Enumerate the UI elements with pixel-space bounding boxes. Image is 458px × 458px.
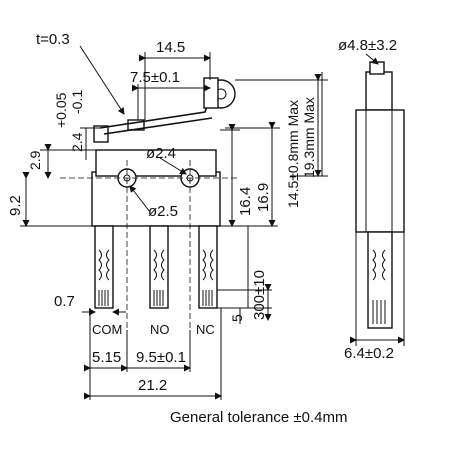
dimension-lines bbox=[20, 45, 328, 400]
pin-width-label: 0.7 bbox=[54, 293, 75, 310]
hole-2-4-label: ø2.4 bbox=[146, 145, 176, 162]
pin-no-label: NO bbox=[150, 322, 170, 337]
height-16-9-label: 16.9 bbox=[255, 183, 272, 212]
pin-nc-label: NC bbox=[196, 322, 215, 337]
hole-2-5-label: ø2.5 bbox=[148, 203, 178, 220]
general-tolerance-note: General tolerance ±0.4mm bbox=[170, 409, 347, 426]
side-width-label: 6.4±0.2 bbox=[344, 345, 394, 362]
height-9-2-label: 9.2 bbox=[7, 195, 24, 216]
height-2-9-label: 2.9 bbox=[27, 150, 43, 170]
strip-length-label: 5 bbox=[229, 314, 245, 322]
width-14-5-label: 14.5 bbox=[156, 39, 185, 56]
lever-arm bbox=[99, 77, 236, 135]
pin-com-label: COM bbox=[92, 322, 122, 337]
width-7-5-label: 7.5±0.1 bbox=[130, 69, 180, 86]
pitch-5-15-label: 5.15 bbox=[92, 349, 121, 366]
centre-lines bbox=[60, 160, 240, 330]
width-21-2-label: 21.2 bbox=[138, 377, 167, 394]
height-14-5-max-label: 14.5±0.8mm Max bbox=[285, 100, 301, 208]
height-19-3-max-label: 19.3mm Max bbox=[301, 97, 317, 178]
tol-minus-label: -0.1 bbox=[69, 90, 85, 114]
lead-length-label: 300±10 bbox=[251, 270, 268, 320]
height-16-4-label: 16.4 bbox=[237, 187, 254, 216]
tol-plus-label: +0.05 bbox=[53, 92, 69, 128]
thickness-label: t=0.3 bbox=[36, 31, 70, 48]
height-2-4-label: 2.4 bbox=[69, 132, 85, 152]
roller-dia-label: ø4.8±3.2 bbox=[338, 37, 397, 54]
side-view bbox=[350, 53, 405, 346]
terminal-pins bbox=[94, 225, 218, 309]
pitch-9-5-label: 9.5±0.1 bbox=[136, 349, 186, 366]
